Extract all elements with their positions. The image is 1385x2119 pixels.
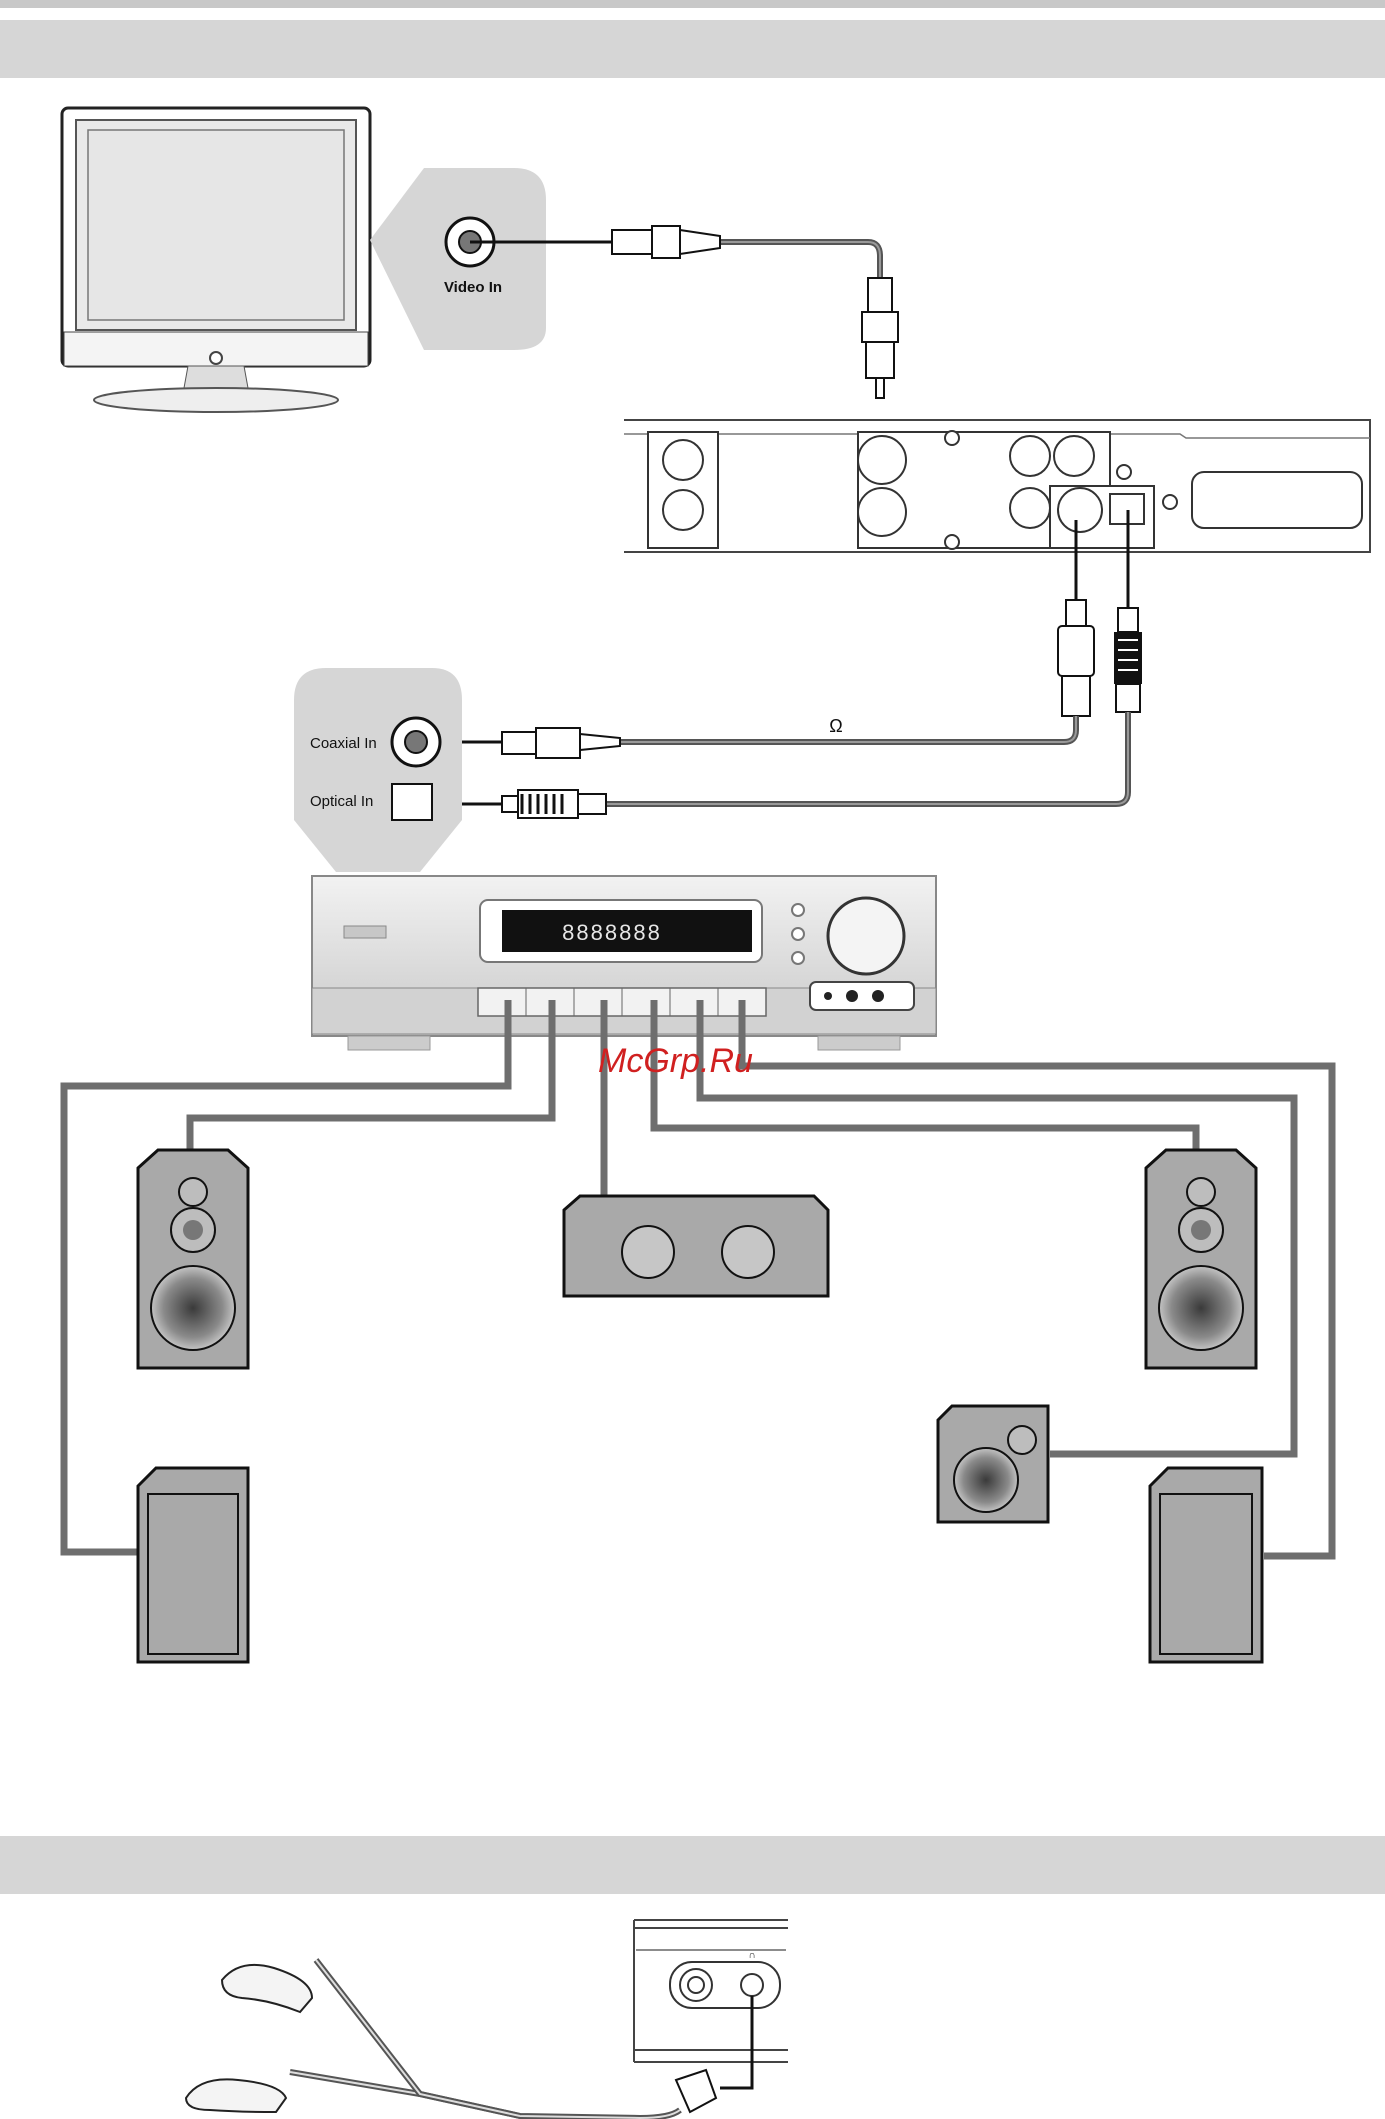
receiver-display: 8888888 — [562, 920, 662, 945]
earphones — [186, 1960, 752, 2118]
front-left-speaker — [138, 1150, 248, 1368]
top-rule — [0, 0, 1385, 8]
front-right-speaker — [1146, 1150, 1256, 1368]
surround-left-speaker — [138, 1468, 248, 1662]
audio-in-callout: Coaxial In Optical In — [294, 668, 462, 872]
video-in-callout: Video In — [370, 168, 546, 350]
ohm-symbol: Ω — [829, 716, 842, 736]
optical-in-label: Optical In — [310, 793, 373, 810]
dvd-rear-panel — [624, 420, 1370, 552]
headphone-jack — [741, 1974, 763, 1996]
watermark: McGrp.Ru — [598, 1042, 753, 1080]
av-receiver: 8888888 — [312, 876, 936, 1050]
section-header-bar-2 — [0, 1836, 1385, 1894]
video-in-label: Video In — [444, 279, 502, 296]
coaxial-cable — [416, 520, 1094, 758]
subwoofer — [938, 1406, 1048, 1522]
volume-knob — [828, 898, 904, 974]
surround-right-speaker — [1150, 1468, 1262, 1662]
tv-monitor — [62, 108, 370, 412]
coaxial-in-label: Coaxial In — [310, 735, 377, 752]
center-speaker — [564, 1196, 828, 1296]
optical-in-jack — [392, 784, 432, 820]
optical-cable — [432, 510, 1142, 818]
section-header-bar — [0, 20, 1385, 78]
player-front-panel: ∩ — [634, 1920, 788, 2062]
svg-text:∩: ∩ — [748, 1950, 755, 1961]
